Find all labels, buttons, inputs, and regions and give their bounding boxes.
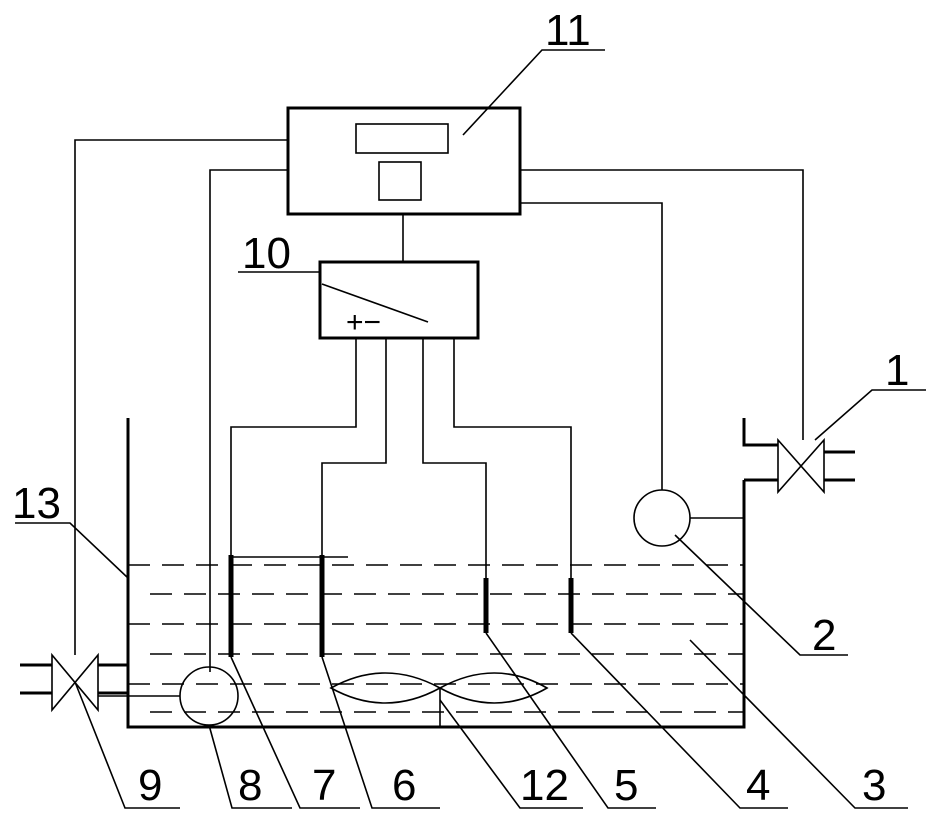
wire-electrode-4 [453,338,572,580]
valve-9 [20,652,99,713]
label-8: 8 [238,761,262,810]
label-6: 6 [392,761,416,810]
label-12: 12 [520,761,569,810]
controller-11 [286,106,522,216]
label-1: 1 [885,346,909,395]
wire-electrode-5 [422,338,487,580]
label-2: 2 [812,611,836,660]
wire-to-pump-2 [520,202,663,490]
label-11: 11 [545,6,591,55]
pump-2 [633,489,691,547]
polarity-sign: +− [346,306,381,339]
pump-8 [179,666,239,726]
wire-electrode-6 [321,338,387,555]
controller-display [355,123,449,154]
controller-button [378,161,422,201]
leader-lines [15,49,926,809]
wire-to-valve-1 [520,169,804,440]
tank-3 [98,418,778,729]
label-10: 10 [242,229,291,278]
label-9: 9 [138,761,162,810]
stirrer-12 [329,672,549,727]
label-7: 7 [312,761,336,810]
label-5: 5 [614,761,638,810]
wire-to-pump-8 [209,169,288,672]
wire-electrode-7 [230,338,357,555]
power-supply-10: +− [318,260,480,340]
valve-1 [777,437,855,495]
label-13: 13 [12,479,61,528]
label-4: 4 [746,761,770,810]
wire-to-valve-9 [74,139,288,655]
label-3: 3 [862,761,886,810]
